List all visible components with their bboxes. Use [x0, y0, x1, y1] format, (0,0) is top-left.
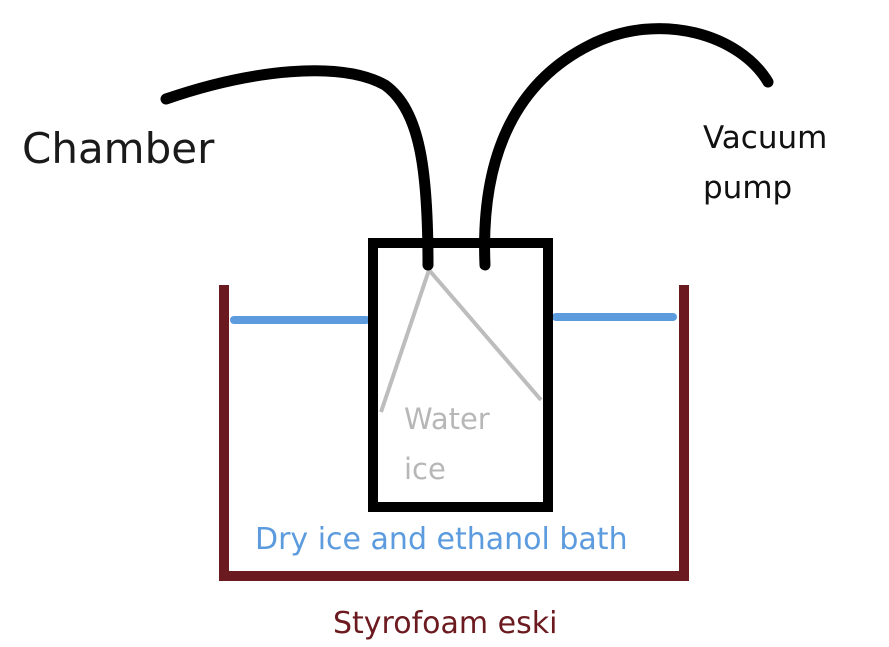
water-ice: [379, 266, 543, 413]
water-ice-label: Water ice: [404, 394, 490, 494]
vacuum-pump-label: Vacuum pump: [703, 113, 827, 213]
vacuum-pump-tube: [479, 23, 774, 271]
trap-flask: [368, 238, 553, 512]
bath-label: Dry ice and ethanol bath: [255, 522, 628, 557]
chamber-tube: [160, 65, 434, 271]
styrofoam-eski: [219, 285, 689, 581]
water-ice-label-line2: ice: [404, 452, 446, 486]
water-ice-label-line1: Water: [404, 402, 490, 436]
eski-label: Styrofoam eski: [333, 606, 558, 641]
vacuum-pump-label-line2: pump: [703, 170, 793, 206]
chamber-label: Chamber: [22, 124, 215, 173]
vacuum-pump-label-line1: Vacuum: [703, 120, 828, 156]
